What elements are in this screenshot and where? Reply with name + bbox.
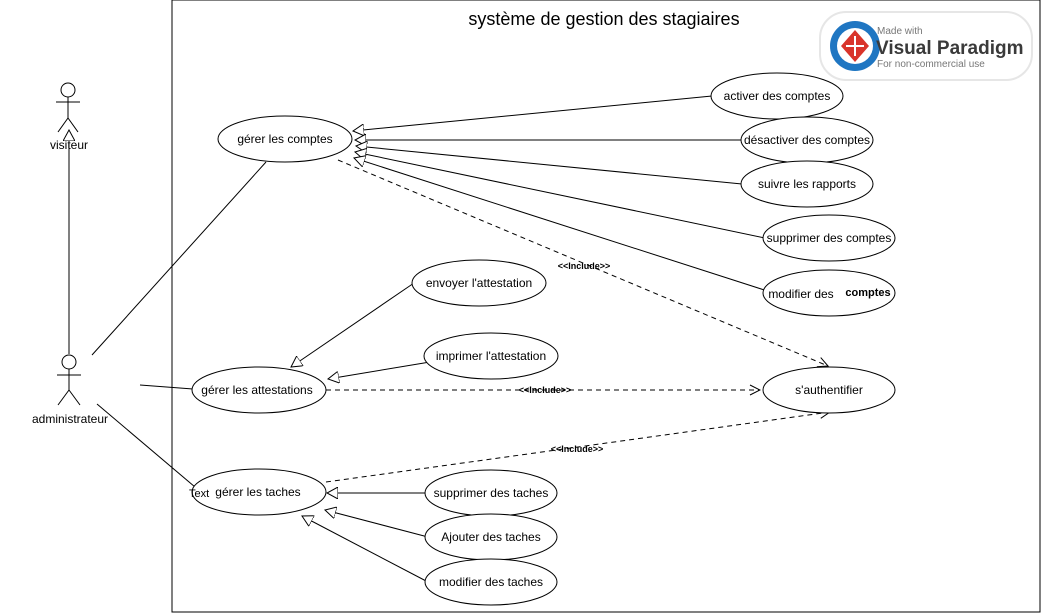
- system-title: système de gestion des stagiaires: [468, 9, 739, 29]
- generalization-envoyer: [291, 282, 415, 367]
- watermark-line3: For non-commercial use: [877, 59, 985, 70]
- include-label-attestations: <<Include>>: [519, 385, 572, 395]
- svg-text:modifier des taches: modifier des taches: [439, 575, 543, 589]
- use-case-supprimer-taches[interactable]: supprimer des taches: [424, 469, 558, 517]
- svg-text:s'authentifier: s'authentifier: [795, 383, 863, 397]
- svg-text:supprimer des comptes: supprimer des comptes: [767, 231, 892, 245]
- generalization-ajouter-taches: [325, 510, 429, 538]
- watermark-line2: Visual Paradigm: [876, 38, 1024, 59]
- svg-text:gérer les taches: gérer les taches: [215, 485, 300, 499]
- visual-paradigm-logo-icon: [830, 21, 880, 71]
- include-taches-authentifier: [325, 412, 830, 483]
- use-case-gerer-comptes[interactable]: gérer les comptes: [217, 115, 353, 163]
- svg-text:supprimer des taches: supprimer des taches: [434, 486, 549, 500]
- generalization-modifier-comptes: [354, 158, 784, 297]
- svg-text:envoyer l'attestation: envoyer l'attestation: [426, 276, 532, 290]
- use-case-envoyer-attestation[interactable]: envoyer l'attestation: [411, 259, 547, 307]
- use-case-desactiver-comptes[interactable]: désactiver des comptes: [740, 116, 874, 164]
- svg-text:comptes: comptes: [845, 287, 890, 299]
- svg-text:désactiver des comptes: désactiver des comptes: [744, 133, 870, 147]
- visual-paradigm-watermark: Made with Visual Paradigm For non-commer…: [819, 11, 1033, 81]
- use-case-modifier-comptes[interactable]: modifier des comptes: [762, 269, 896, 317]
- svg-text:activer des comptes: activer des comptes: [724, 89, 831, 103]
- svg-text:suivre les rapports: suivre les rapports: [758, 177, 856, 191]
- generalization-supprimer-comptes: [355, 152, 766, 239]
- svg-text:imprimer l'attestation: imprimer l'attestation: [436, 349, 546, 363]
- actor-visitor[interactable]: [56, 82, 80, 133]
- association-admin-gerer-attestations: [139, 384, 194, 390]
- use-case-supprimer-comptes[interactable]: supprimer des comptes: [762, 214, 896, 262]
- actor-admin[interactable]: [57, 354, 81, 406]
- svg-text:Ajouter des taches: Ajouter des taches: [441, 530, 540, 544]
- generalization-activer: [353, 95, 713, 131]
- actor-admin-label: administrateur: [32, 412, 108, 426]
- association-admin-gerer-taches: [96, 403, 196, 488]
- generalization-modifier-taches: [302, 516, 429, 583]
- use-case-activer-comptes[interactable]: activer des comptes: [710, 72, 844, 120]
- use-case-ajouter-taches[interactable]: Ajouter des taches: [424, 513, 558, 561]
- svg-text:modifier des: modifier des: [768, 287, 833, 301]
- generalization-imprimer: [328, 361, 431, 379]
- svg-text:gérer les attestations: gérer les attestations: [201, 383, 312, 397]
- include-label-taches: <<Include>>: [551, 444, 604, 454]
- include-label-comptes: <<Include>>: [558, 261, 611, 271]
- generalization-suivre: [356, 146, 743, 185]
- use-case-imprimer-attestation[interactable]: imprimer l'attestation: [423, 332, 559, 380]
- svg-text:gérer les comptes: gérer les comptes: [237, 132, 332, 146]
- use-case-authentifier[interactable]: s'authentifier: [762, 366, 896, 414]
- system-boundary: [171, 0, 1041, 613]
- use-case-modifier-taches[interactable]: modifier des taches: [424, 558, 558, 606]
- stray-text-label: Text: [189, 488, 209, 500]
- watermark-line1: Made with: [877, 26, 923, 37]
- use-case-gerer-taches[interactable]: gérer les taches: [191, 468, 327, 516]
- use-case-gerer-attestations[interactable]: gérer les attestations: [191, 366, 327, 414]
- include-comptes-authentifier: [337, 159, 828, 366]
- use-case-suivre-rapports[interactable]: suivre les rapports: [740, 160, 874, 208]
- association-admin-gerer-comptes: [91, 161, 267, 356]
